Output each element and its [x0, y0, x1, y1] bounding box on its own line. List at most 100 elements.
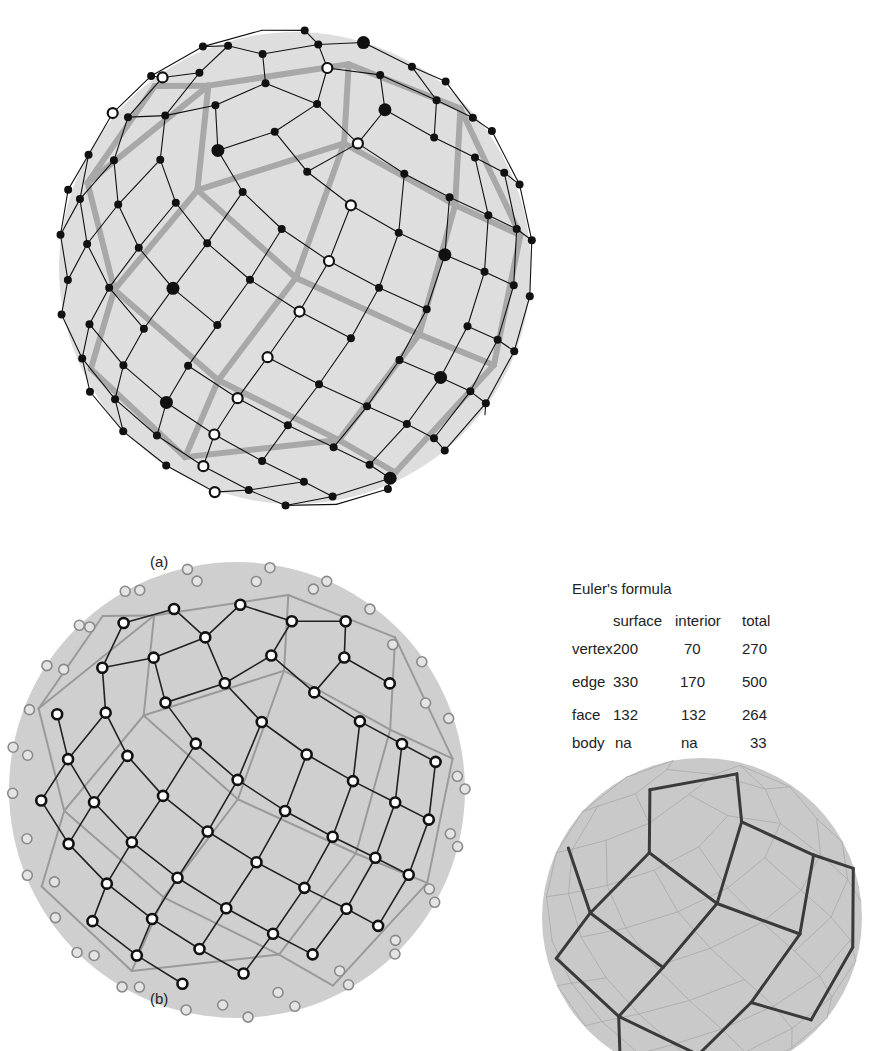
vertex-dot — [446, 193, 454, 201]
vertex-dot — [303, 168, 311, 176]
vertex-link — [263, 54, 266, 83]
vertex-link — [304, 482, 333, 497]
vertex-link — [358, 143, 404, 173]
vertex-link — [333, 478, 391, 496]
vertex-dot — [156, 156, 164, 164]
vertex-link — [262, 30, 305, 31]
interior-vertex — [195, 944, 205, 954]
faint-edge — [547, 894, 569, 897]
vertex-link — [450, 197, 489, 215]
interior-link — [94, 756, 127, 802]
large-vertex — [384, 472, 397, 485]
cell-edge-shaded — [218, 380, 339, 440]
vertex-link — [514, 296, 530, 351]
vertex-link — [123, 329, 143, 366]
vertex-link — [445, 197, 450, 254]
faint-edge — [710, 948, 744, 979]
interior-link — [273, 888, 304, 934]
vertex-dot — [184, 362, 192, 370]
interior-vertex — [341, 616, 351, 626]
vertex-dot — [500, 169, 508, 177]
vertex-link — [123, 431, 166, 465]
faint-edge — [722, 1029, 745, 1051]
cell-edge — [39, 616, 103, 709]
vertex-dot — [76, 195, 84, 203]
cell-edge — [238, 671, 284, 800]
cell-edge-dark — [619, 1016, 620, 1051]
interior-vertex — [36, 796, 46, 806]
vertex-dot — [271, 128, 279, 136]
interior-link — [429, 762, 436, 820]
surface-vertex — [120, 586, 130, 596]
large-vertex — [160, 396, 173, 409]
vertex-dot — [119, 427, 127, 435]
vertex-link — [89, 324, 123, 365]
interior-vertex — [158, 791, 168, 801]
cell-edge — [279, 955, 333, 986]
vertex-dot — [153, 432, 161, 440]
vertex-link — [329, 261, 379, 288]
vertex-dot — [85, 151, 93, 159]
vertex-link — [434, 391, 470, 438]
vertex-link — [243, 192, 282, 229]
cell-edge — [356, 853, 427, 882]
cell-edge — [42, 886, 132, 970]
vertex-dot — [315, 380, 323, 388]
cell-edge-shaded — [218, 278, 296, 381]
cell-edge-dark — [556, 958, 618, 1016]
faint-edge — [831, 879, 848, 917]
vertex-link — [80, 160, 114, 199]
faint-edge — [654, 847, 699, 870]
cell-edge-shaded — [460, 108, 520, 235]
surface-vertex — [308, 584, 318, 594]
interior-vertex — [233, 775, 243, 785]
interior-link — [244, 934, 273, 974]
cell-edge-shaded — [419, 205, 455, 334]
vertex-dot — [245, 486, 253, 494]
interior-link — [102, 623, 123, 668]
vertex-link — [166, 402, 214, 434]
vertex-link — [214, 398, 237, 434]
interior-link — [238, 722, 262, 780]
interior-vertex — [431, 757, 441, 767]
vertex-dot — [86, 388, 94, 396]
cell-edge-dark — [737, 774, 742, 822]
interior-link — [240, 605, 292, 622]
vertex-link — [407, 424, 434, 438]
vertex-dot — [161, 112, 169, 120]
vertex-link — [160, 160, 176, 203]
interior-link — [200, 949, 244, 973]
cell-edge — [238, 799, 356, 853]
faint-edge — [792, 1018, 827, 1048]
table-cell: 270 — [742, 640, 767, 658]
surface-vertex — [322, 576, 332, 586]
vertex-dot — [330, 443, 338, 451]
cell-edge-shaded — [114, 190, 197, 290]
faint-edge — [573, 806, 598, 849]
surface-vertex — [72, 947, 82, 957]
interior-vertex — [239, 968, 249, 978]
cell-edge — [144, 716, 238, 800]
faint-edge — [649, 794, 689, 823]
interior-vertex — [119, 618, 129, 628]
cell-edge — [279, 853, 356, 954]
surface-vertex — [421, 698, 431, 708]
interior-link — [205, 605, 240, 638]
cell-edge-dark — [814, 855, 854, 868]
cell-edge — [164, 799, 238, 897]
faint-edge — [606, 823, 649, 840]
surface-vertex — [335, 966, 345, 976]
vertex-link — [336, 489, 388, 504]
surface-vertex — [85, 622, 95, 632]
vertex-dot — [516, 181, 524, 189]
interior-vertex — [200, 632, 210, 642]
interior-link — [154, 637, 206, 657]
interior-vertex — [266, 650, 276, 660]
interior-link — [292, 620, 346, 622]
vertex-dot — [239, 188, 247, 196]
surface-vertex — [135, 585, 145, 595]
large-vertex — [211, 144, 224, 157]
vertex-dot — [510, 347, 518, 355]
surface-vertex — [24, 705, 34, 715]
